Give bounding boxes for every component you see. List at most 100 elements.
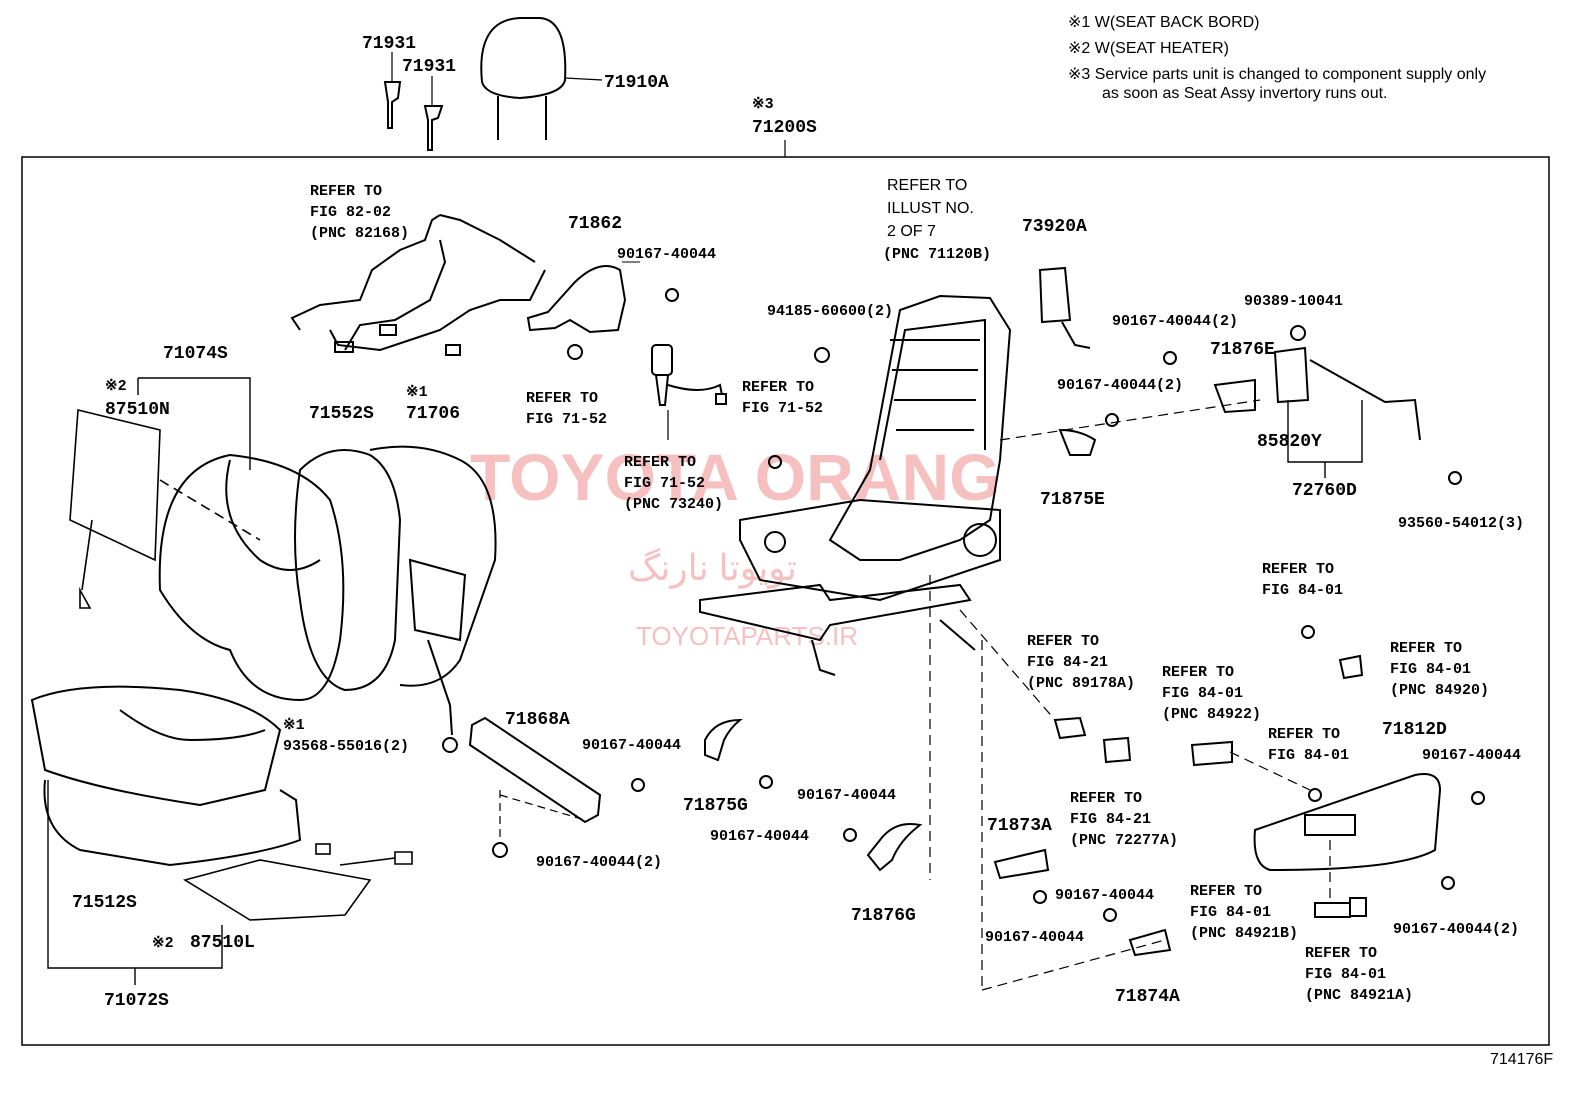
label-ref-fig8401c-2: FIG 84-01: [1162, 685, 1243, 702]
label-ref-fig8401b-1: REFER TO: [1390, 640, 1462, 657]
label-ref-fig7152a-2: FIG 71-52: [526, 411, 607, 428]
label-ref-fig8421b-3: (PNC 72277A): [1070, 832, 1178, 849]
wire-harness-drawing: [290, 214, 546, 356]
label-ref-fig8421a-3: (PNC 89178A): [1027, 675, 1135, 692]
label-71931-b: 71931: [402, 57, 456, 77]
label-ref-fig8401d-2: FIG 84-01: [1268, 747, 1349, 764]
seat-belt-buckle-drawing: [651, 344, 830, 469]
label-71875E: 71875E: [1040, 490, 1105, 510]
group-brackets: [47, 377, 1363, 985]
label-ref-fig8401e-2: FIG 84-01: [1190, 904, 1271, 921]
label-ref-fig8202-3: (PNC 82168): [310, 225, 409, 242]
assembly-frame: [21, 156, 1550, 1046]
label-71931-a: 71931: [362, 34, 416, 54]
label-ref-fig8401b-2: FIG 84-01: [1390, 661, 1471, 678]
label-71875G: 71875G: [683, 796, 748, 816]
label-ref-fig7152c-1: REFER TO: [624, 454, 696, 471]
label-ref-fig8421a-2: FIG 84-21: [1027, 654, 1108, 671]
label-93560: 93560-54012(3): [1398, 515, 1524, 532]
label-90167-2z: 90167-40044(2): [536, 854, 662, 871]
label-mark1-b: ※1: [283, 717, 305, 734]
seat-back-cushion-drawing: [158, 453, 345, 702]
label-ref-illust-2: ILLUST NO.: [887, 200, 974, 217]
label-71876G: 71876G: [851, 906, 916, 926]
label-ref-fig8401e-3: (PNC 84921B): [1190, 925, 1298, 942]
label-ref-fig7152b-1: REFER TO: [742, 379, 814, 396]
label-ref-illust-1: REFER TO: [887, 177, 967, 194]
label-90167-g: 90167-40044: [985, 929, 1084, 946]
label-90389: 90389-10041: [1244, 293, 1343, 310]
label-87510L: 87510L: [190, 933, 255, 953]
label-ref-fig7152c-2: FIG 71-52: [624, 475, 705, 492]
label-72760D: 72760D: [1292, 481, 1357, 501]
label-ref-fig8421b-1: REFER TO: [1070, 790, 1142, 807]
label-ref-fig8401a-2: FIG 84-01: [1262, 582, 1343, 599]
label-71873A: 71873A: [987, 816, 1052, 836]
seat-heater-sheet-cushion-drawing: [182, 843, 413, 921]
label-mark2-a: ※2: [105, 378, 127, 395]
notes-block: ※1 W(SEAT BACK BORD) ※2 W(SEAT HEATER) ※…: [1068, 14, 1486, 102]
cover-71862-drawing: [526, 261, 679, 360]
label-ref-fig8421b-2: FIG 84-21: [1070, 811, 1151, 828]
note-2: ※2 W(SEAT HEATER): [1068, 40, 1229, 57]
label-71812D: 71812D: [1382, 720, 1447, 740]
label-ref-illust-4: (PNC 71120B): [883, 246, 991, 263]
label-ref-fig7152a-1: REFER TO: [526, 390, 598, 407]
label-ref-fig8421a-1: REFER TO: [1027, 633, 1099, 650]
label-ref-fig8202-2: FIG 82-02: [310, 204, 391, 221]
label-71074S: 71074S: [163, 344, 228, 364]
label-93568: 93568-55016(2): [283, 738, 409, 755]
label-ref-fig8401c-3: (PNC 84922): [1162, 706, 1261, 723]
label-90167-2w: 90167-40044(2): [1393, 921, 1519, 938]
seat-frame-drawing: [699, 294, 1012, 676]
label-71862: 71862: [568, 214, 622, 234]
label-90167-2y: 90167-40044(2): [1057, 377, 1183, 394]
label-90167-c: 90167-40044: [1422, 747, 1521, 764]
headrest-drawing: [383, 17, 603, 151]
right-side-components-drawing: [959, 266, 1485, 991]
label-87510N: 87510N: [105, 400, 170, 420]
label-71876E: 71876E: [1210, 340, 1275, 360]
label-ref-fig8401e-1: REFER TO: [1190, 883, 1262, 900]
label-ref-fig8202-1: REFER TO: [310, 183, 382, 200]
label-ref-fig8401d-1: REFER TO: [1268, 726, 1340, 743]
watermark-brand: TOYOTA ORANG: [470, 440, 1000, 514]
watermark-site: TOYOTAPARTS.IR: [636, 621, 858, 651]
label-ref-fig8401f-1: REFER TO: [1305, 945, 1377, 962]
seat-heater-sheet-back-drawing: [69, 408, 261, 609]
watermark: TOYOTA ORANG تویوتا نارنگ TOYOTAPARTS.IR: [470, 440, 1000, 651]
label-71200S: 71200S: [752, 118, 817, 138]
label-90167-f: 90167-40044: [1055, 887, 1154, 904]
note-3: ※3 Service parts unit is changed to comp…: [1068, 66, 1486, 83]
label-85820Y: 85820Y: [1257, 432, 1322, 452]
label-ref-fig8401c-1: REFER TO: [1162, 664, 1234, 681]
label-mark3: ※3: [752, 96, 774, 113]
label-ref-fig7152c-3: (PNC 73240): [624, 496, 723, 513]
label-mark2-b: ※2: [152, 935, 174, 952]
label-90167-e: 90167-40044: [710, 828, 809, 845]
label-71552S: 71552S: [309, 404, 374, 424]
label-71072S: 71072S: [104, 991, 169, 1011]
label-90167-d: 90167-40044: [797, 787, 896, 804]
seat-cushion-drawing: [30, 685, 302, 867]
label-ref-fig8401b-3: (PNC 84920): [1390, 682, 1489, 699]
label-90167-b: 90167-40044: [582, 737, 681, 754]
note-1: ※1 W(SEAT BACK BORD): [1068, 14, 1260, 31]
label-71910A: 71910A: [604, 73, 669, 93]
label-mark1-a: ※1: [406, 384, 428, 401]
part-labels: 71931 71931 71910A ※3 71200S REFER TO FI…: [72, 34, 1524, 1011]
label-71512S: 71512S: [72, 893, 137, 913]
seat-back-pad-drawing: [294, 445, 497, 753]
label-94185: 94185-60600(2): [767, 303, 893, 320]
label-71874A: 71874A: [1115, 987, 1180, 1007]
label-90167-2x: 90167-40044(2): [1112, 313, 1238, 330]
label-71868A: 71868A: [505, 710, 570, 730]
levers-drawing: [704, 575, 931, 880]
label-ref-fig8401a-1: REFER TO: [1262, 561, 1334, 578]
label-90167-a: 90167-40044: [617, 246, 716, 263]
label-73920A: 73920A: [1022, 217, 1087, 237]
label-ref-fig7152b-2: FIG 71-52: [742, 400, 823, 417]
label-ref-fig8401f-2: FIG 84-01: [1305, 966, 1386, 983]
figure-id: 714176F: [1490, 1051, 1553, 1068]
